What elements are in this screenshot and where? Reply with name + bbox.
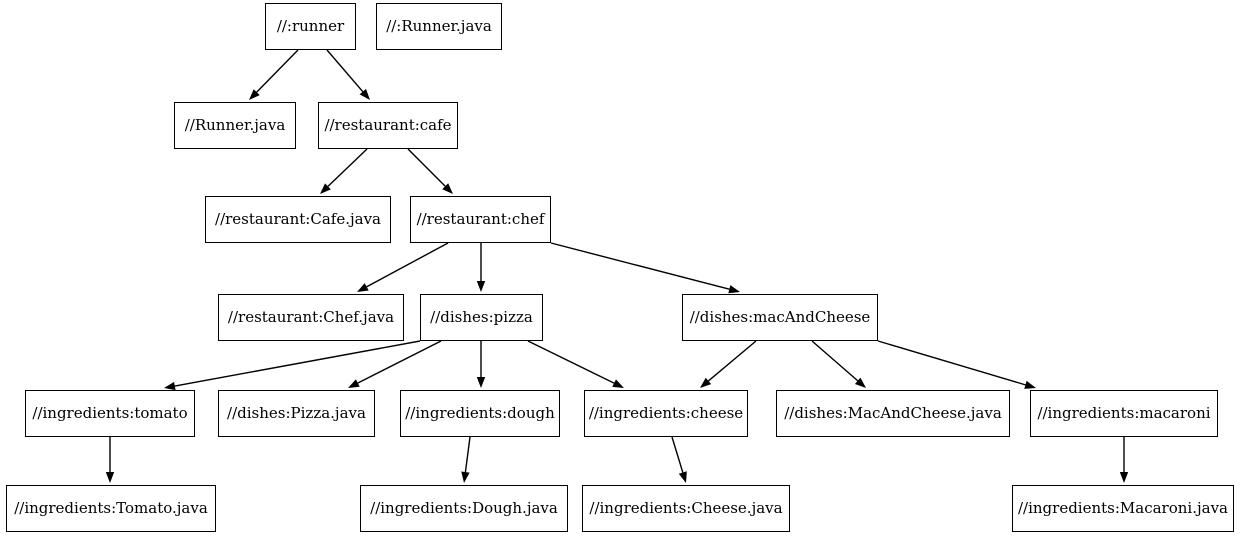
graph-edge-dishes_pizza-to-ingredients_tomato <box>164 340 421 391</box>
graph-node-ingredients_tomato_java[interactable]: //ingredients:Tomato.java <box>6 485 216 532</box>
graph-node-label: //ingredients:Macaroni.java <box>1017 499 1228 517</box>
graph-node-label: //restaurant:cafe <box>324 116 452 134</box>
graph-edge-ingredients_macaroni-to-ingredients_macaroni_java <box>1119 437 1129 483</box>
graph-node-ingredients_dough_java[interactable]: //ingredients:Dough.java <box>360 485 568 532</box>
edge-line <box>256 49 299 93</box>
graph-edge-dishes_macandcheese-to-ingredients_cheese <box>700 340 757 388</box>
edge-arrowhead-icon <box>357 283 369 292</box>
graph-edge-restaurant_chef-to-restaurant_chef_java <box>357 242 449 292</box>
graph-edge-restaurant_chef-to-dishes_macandcheese <box>550 242 740 294</box>
edge-arrowhead-icon <box>249 89 260 100</box>
graph-edge-restaurant_cafe-to-restaurant_cafe_java <box>320 148 368 194</box>
edge-arrowhead-icon <box>359 88 370 100</box>
edge-line <box>327 148 368 187</box>
graph-node-label: //ingredients:Dough.java <box>370 499 558 517</box>
edge-arrowhead-icon <box>105 472 115 483</box>
graph-node-label: //restaurant:chef <box>416 210 545 228</box>
edge-line <box>464 436 471 473</box>
graph-edge-dishes_pizza-to-dishes_pizza_java <box>348 340 442 388</box>
graph-node-label: //ingredients:cheese <box>588 404 744 422</box>
edge-arrowhead-icon <box>700 377 712 388</box>
edge-arrowhead-icon <box>476 281 486 292</box>
edge-arrowhead-icon <box>476 377 486 388</box>
edge-arrowhead-icon <box>678 471 687 483</box>
graph-edge-restaurant_cafe-to-restaurant_chef <box>407 148 453 194</box>
edge-arrowhead-icon <box>348 379 360 388</box>
graph-node-label: //dishes:MacAndCheese.java <box>784 404 1002 422</box>
edge-line <box>527 340 615 384</box>
edge-line <box>707 340 757 382</box>
edge-line <box>366 242 449 288</box>
graph-edge-ingredients_tomato-to-ingredients_tomato_java <box>105 437 115 483</box>
edge-line <box>550 242 730 290</box>
graph-node-runner[interactable]: //:runner <box>265 3 356 50</box>
edge-line <box>326 49 364 93</box>
graph-node-label: //ingredients:Cheese.java <box>589 499 783 517</box>
graph-node-label: //dishes:macAndCheese <box>689 308 871 326</box>
edge-arrowhead-icon <box>164 381 176 391</box>
graph-node-restaurant_chef[interactable]: //restaurant:chef <box>410 196 551 243</box>
graph-edge-dishes_macandcheese-to-ingredients_macaroni <box>877 340 1036 389</box>
edge-line <box>811 340 859 382</box>
graph-node-label: //dishes:pizza <box>430 308 533 326</box>
graph-node-ingredients_cheese_java[interactable]: //ingredients:Cheese.java <box>582 485 790 532</box>
edge-arrowhead-icon <box>461 471 470 483</box>
graph-edge-ingredients_cheese-to-ingredients_cheese_java <box>671 436 687 483</box>
graph-edge-dishes_macandcheese-to-dishes_mac_java <box>811 340 866 388</box>
graph-node-ingredients_dough[interactable]: //ingredients:dough <box>400 390 560 437</box>
graph-node-label: //:Runner.java <box>386 17 492 35</box>
edge-arrowhead-icon <box>1119 472 1129 483</box>
edge-arrowhead-icon <box>1024 380 1036 389</box>
graph-node-ingredients_macaroni[interactable]: //ingredients:macaroni <box>1030 390 1218 437</box>
graph-node-label: //restaurant:Chef.java <box>227 308 395 326</box>
graph-node-label: //ingredients:macaroni <box>1037 404 1211 422</box>
graph-edge-runner-to-restaurant_cafe <box>326 49 370 100</box>
graph-edge-dishes_pizza-to-ingredients_dough <box>476 341 486 388</box>
graph-node-runner_java_root[interactable]: //:Runner.java <box>376 3 502 50</box>
graph-node-restaurant_cafe_java[interactable]: //restaurant:Cafe.java <box>205 196 391 243</box>
graph-node-dishes_pizza[interactable]: //dishes:pizza <box>420 294 543 341</box>
graph-node-dishes_pizza_java[interactable]: //dishes:Pizza.java <box>218 390 375 437</box>
graph-node-ingredients_tomato[interactable]: //ingredients:tomato <box>25 390 195 437</box>
edge-line <box>877 340 1026 386</box>
graph-edge-dishes_pizza-to-ingredients_cheese <box>527 340 624 388</box>
graph-node-restaurant_chef_java[interactable]: //restaurant:Chef.java <box>218 294 404 341</box>
edge-line <box>357 340 442 384</box>
graph-node-label: //ingredients:dough <box>405 404 555 422</box>
graph-node-dishes_mac_java[interactable]: //dishes:MacAndCheese.java <box>776 390 1010 437</box>
edge-arrowhead-icon <box>320 183 331 194</box>
graph-node-ingredients_cheese[interactable]: //ingredients:cheese <box>584 390 748 437</box>
graph-edge-runner-to-runner_java <box>249 49 299 100</box>
graph-node-label: //ingredients:Tomato.java <box>14 499 208 517</box>
edge-arrowhead-icon <box>854 377 866 388</box>
graph-node-ingredients_macaroni_java[interactable]: //ingredients:Macaroni.java <box>1012 485 1234 532</box>
graph-node-runner_java[interactable]: //Runner.java <box>174 102 296 149</box>
graph-node-label: //dishes:Pizza.java <box>227 404 366 422</box>
graph-node-label: //:runner <box>276 17 345 35</box>
graph-node-dishes_macandcheese[interactable]: //dishes:macAndCheese <box>682 294 878 341</box>
graph-node-label: //ingredients:tomato <box>32 404 188 422</box>
graph-edge-restaurant_chef-to-dishes_pizza <box>476 243 486 292</box>
graph-node-restaurant_cafe[interactable]: //restaurant:cafe <box>318 102 458 149</box>
graph-node-label: //restaurant:Cafe.java <box>215 210 381 228</box>
edge-arrowhead-icon <box>442 183 453 194</box>
graph-node-label: //Runner.java <box>184 116 286 134</box>
edge-arrowhead-icon <box>612 379 624 388</box>
edge-arrowhead-icon <box>728 285 740 294</box>
edge-line <box>407 148 446 187</box>
edge-line <box>671 436 684 473</box>
graph-edge-ingredients_dough-to-ingredients_dough_java <box>461 436 471 483</box>
edge-line <box>174 340 421 387</box>
